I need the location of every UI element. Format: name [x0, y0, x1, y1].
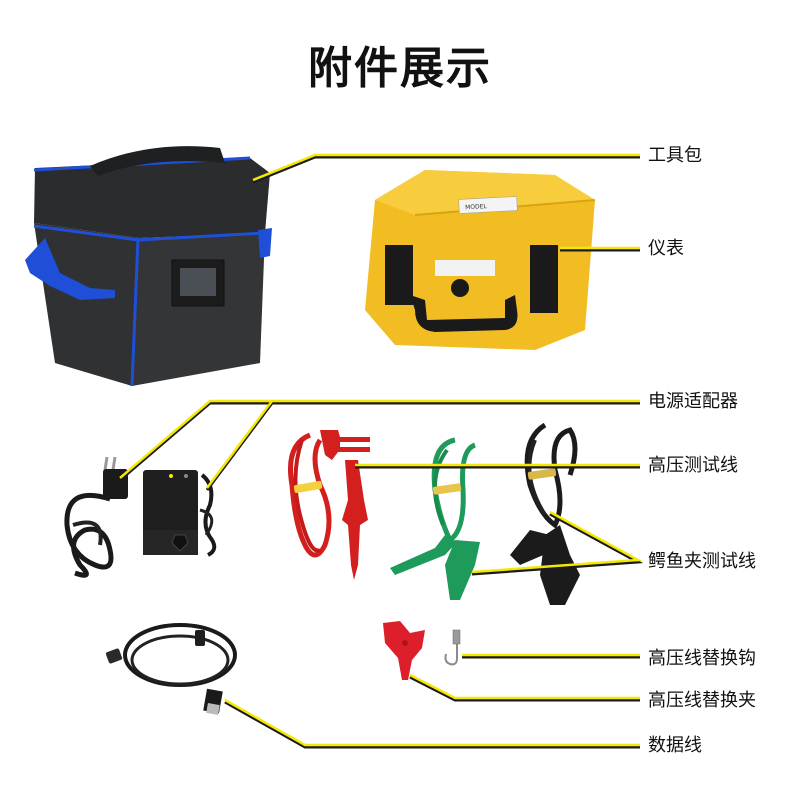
usb-data-cable-image — [105, 623, 237, 715]
hv-replacement-clip-image — [383, 621, 425, 680]
tool-bag-image — [25, 146, 272, 387]
power-cord-image — [64, 456, 128, 578]
label-hv-replacement-clip: 高压线替换夹 — [648, 690, 756, 711]
label-power-adapter: 电源适配器 — [648, 391, 738, 412]
label-meter: 仪表 — [648, 238, 684, 259]
label-tool-bag: 工具包 — [648, 145, 702, 166]
label-hv-replacement-hook: 高压线替换钩 — [648, 648, 756, 669]
page-title: 附件展示 — [308, 43, 492, 94]
hv-test-lead-image — [288, 430, 370, 580]
label-hv-test-lead: 高压测试线 — [648, 455, 738, 476]
label-alligator-test-lead: 鳄鱼夹测试线 — [648, 551, 756, 572]
hv-replacement-hook-image — [444, 629, 461, 666]
power-adapter-image — [143, 470, 217, 557]
green-alligator-lead-image — [390, 437, 480, 600]
meter-case-image: MODEL — [365, 170, 596, 350]
label-data-cable: 数据线 — [648, 735, 702, 756]
svg-text:MODEL: MODEL — [465, 203, 488, 211]
